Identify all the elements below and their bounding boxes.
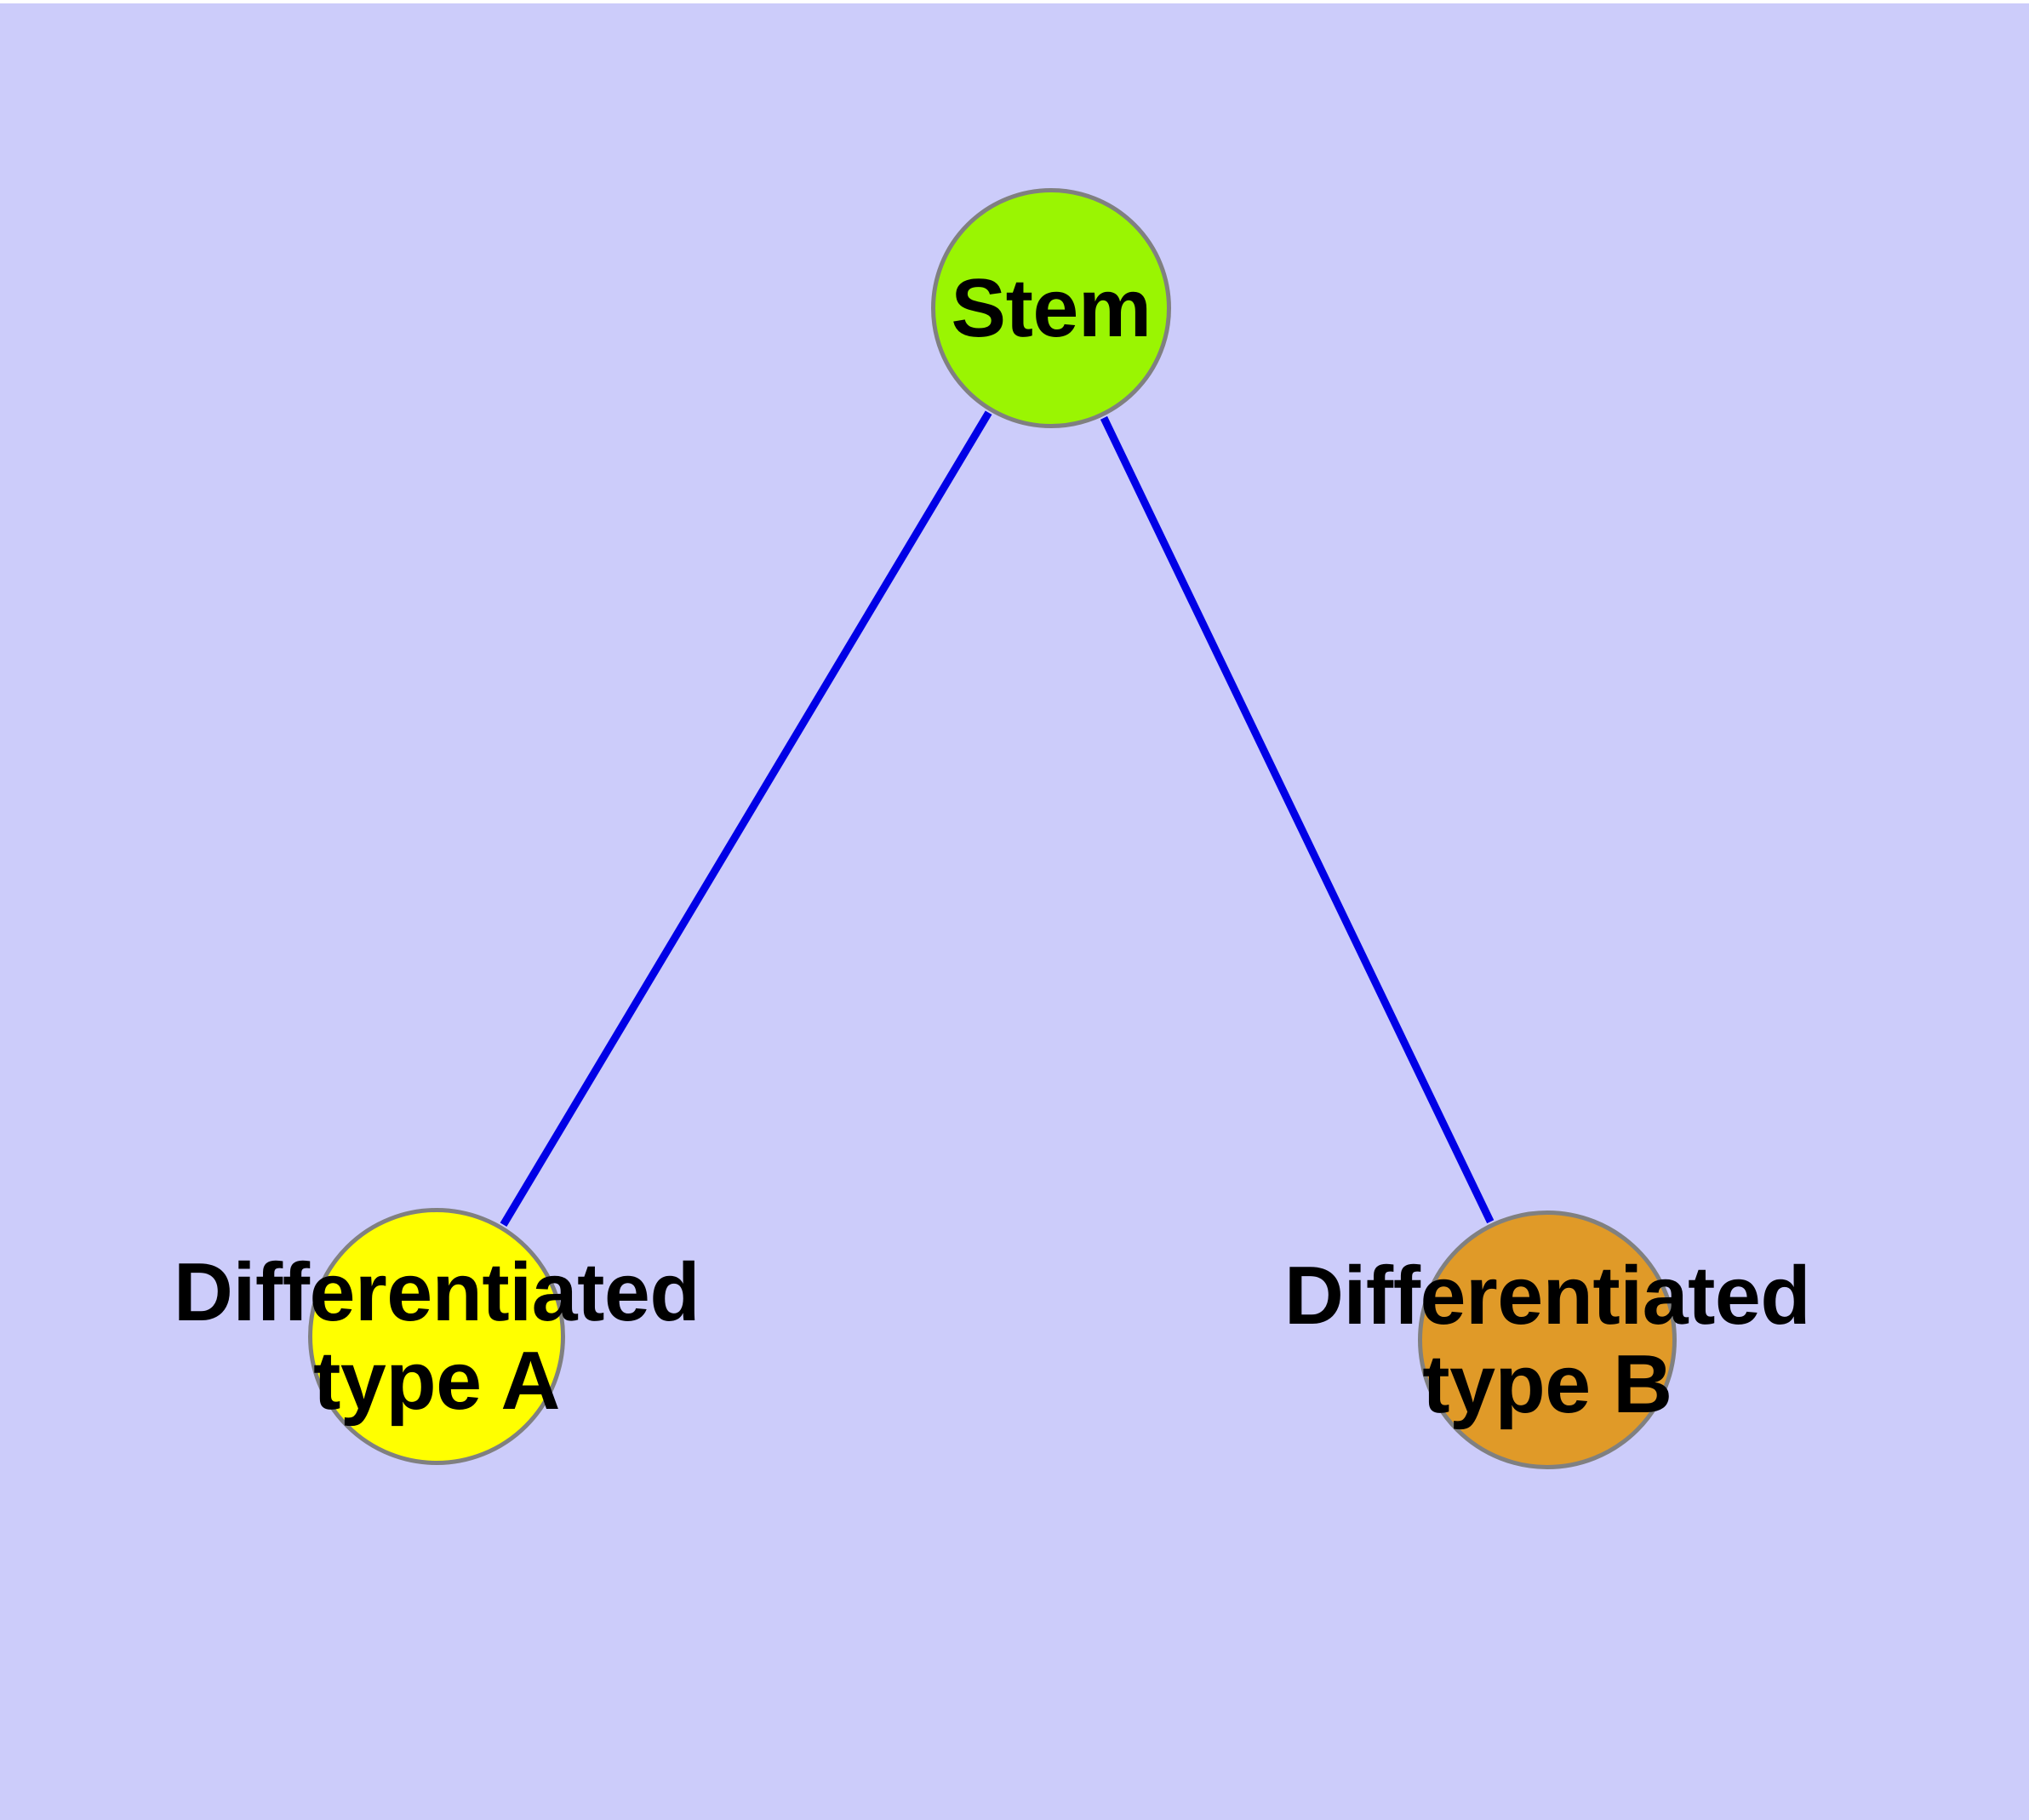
graph-node-stem[interactable] — [931, 188, 1171, 428]
graph-edge-stem-to-diff-b — [1100, 415, 1495, 1224]
graph-node-diff-b[interactable] — [1418, 1210, 1677, 1469]
node-layer — [308, 188, 1677, 1469]
graph-node-diff-a[interactable] — [308, 1208, 565, 1465]
edge-layer — [500, 410, 1495, 1227]
graph-edge-stem-to-diff-a — [500, 410, 992, 1227]
